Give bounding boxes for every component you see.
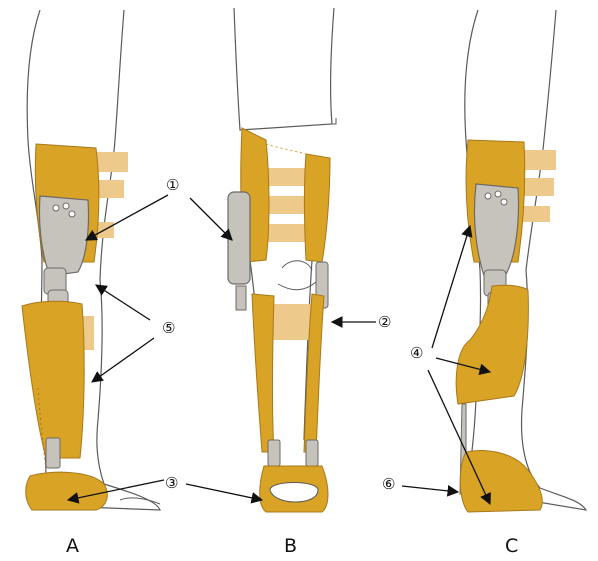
foot-plate-a [26,472,108,510]
leg-b-outline [234,8,334,130]
view-label-b: B [284,535,297,557]
view-label-c: C [505,535,518,557]
knee-joint-b [228,192,250,284]
view-c-brace [456,140,556,512]
ankle-joint-a [46,438,60,468]
arrow-5a [96,285,150,320]
calf-shell-c [456,285,528,404]
arrow-3b [186,484,262,500]
callout-3: ③ [165,474,178,492]
view-label-a: A [66,535,79,557]
callout-1: ① [166,176,179,194]
calf-shell-a [22,301,84,458]
shin-upright-b-left [252,294,274,452]
view-a-brace [22,144,128,510]
arrow-1b [190,198,232,240]
callout-2: ② [378,313,391,331]
foot-plate-c [460,451,542,512]
callout-4: ④ [410,344,423,362]
arrow-4a [432,226,470,348]
callout-5: ⑤ [162,319,175,337]
thigh-cuff-b-right [305,154,331,262]
arrow-6 [402,486,458,492]
view-b-brace [228,128,330,512]
callout-6: ⑥ [382,475,395,493]
